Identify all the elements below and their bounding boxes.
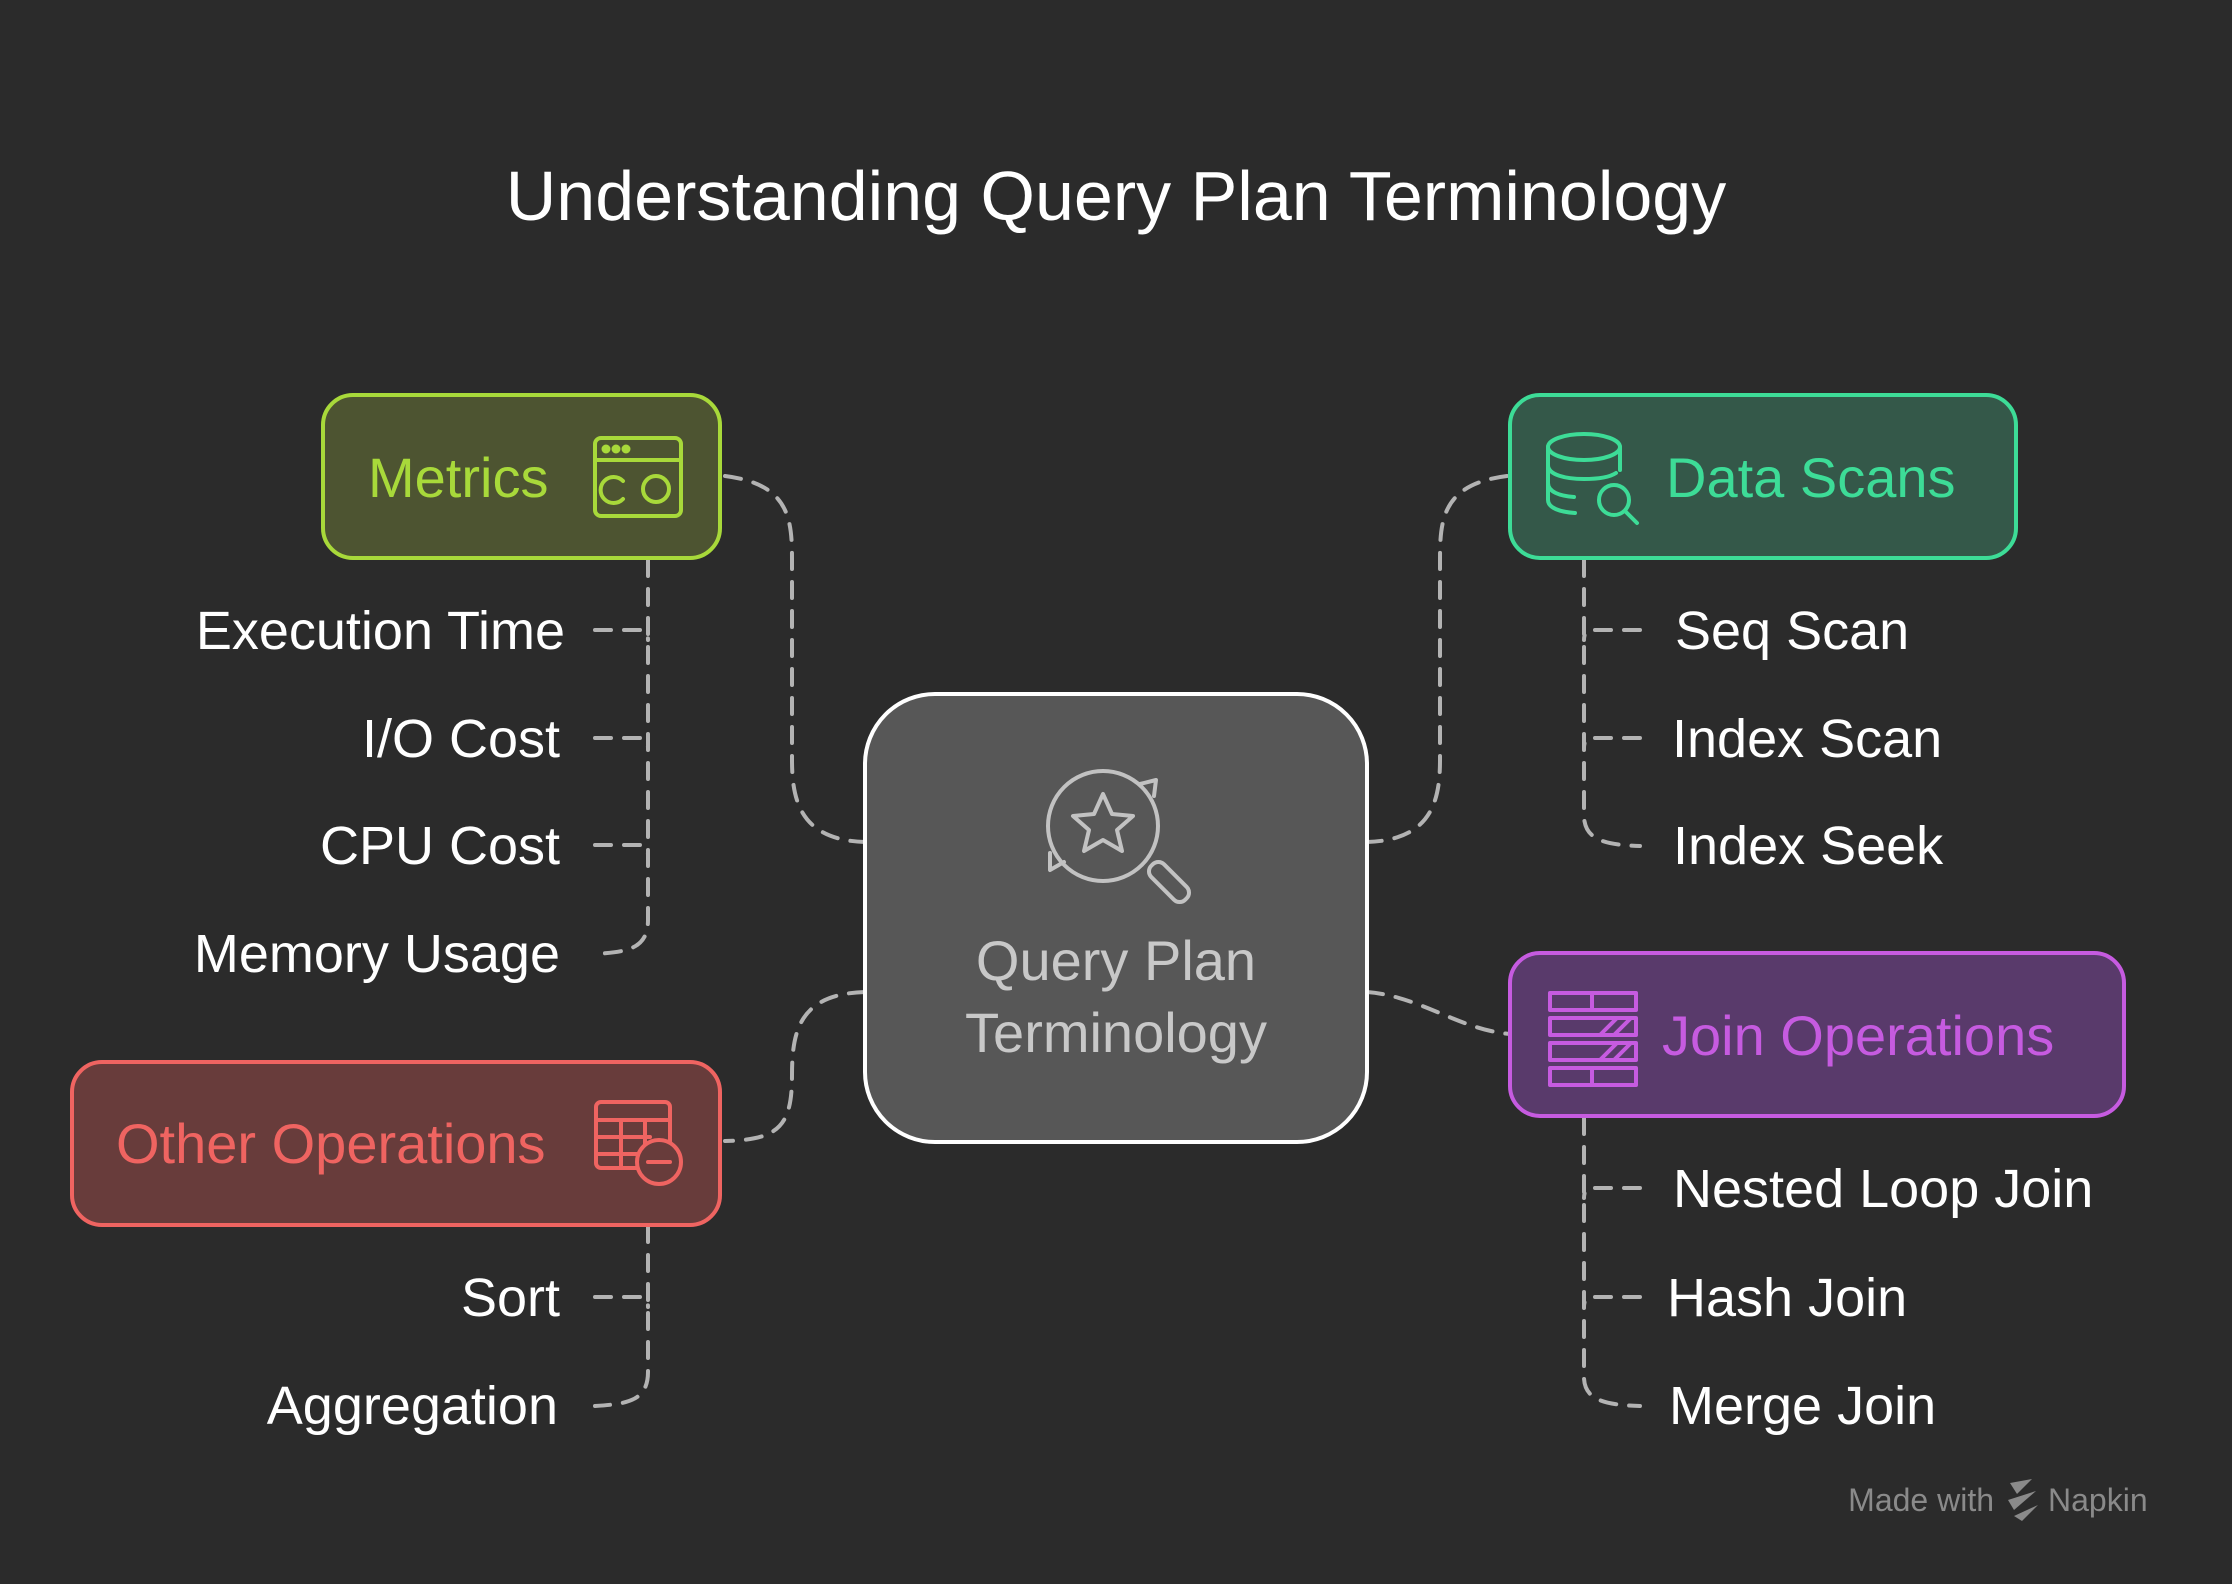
- spine-scans: [1582, 558, 1642, 848]
- leaf-sort: Sort: [461, 1268, 560, 1328]
- spine-joins: [1582, 1116, 1642, 1408]
- connector-other: [723, 990, 867, 1143]
- leaf-memory-usage: Memory Usage: [194, 924, 560, 984]
- leaf-items: Execution Time I/O Cost CPU Cost Memory …: [194, 601, 2093, 1436]
- metrics-node[interactable]: Metrics: [321, 393, 722, 560]
- leaf-index-scan: Index Scan: [1672, 709, 1942, 769]
- leaf-aggregation: Aggregation: [267, 1376, 558, 1436]
- other-operations-label: Other Operations: [116, 1112, 546, 1175]
- napkin-brand-text: Napkin: [2048, 1482, 2148, 1518]
- spine-other: [593, 1224, 650, 1408]
- leaf-hash-join: Hash Join: [1667, 1268, 1907, 1328]
- connector-metrics: [723, 474, 867, 844]
- metrics-label: Metrics: [368, 446, 548, 509]
- join-bars-icon: [1548, 991, 1638, 1087]
- data-scans-label: Data Scans: [1666, 446, 1956, 509]
- leaf-cpu-cost: CPU Cost: [320, 816, 560, 876]
- diagram-title: Understanding Query Plan Terminology: [506, 157, 1727, 235]
- napkin-watermark: Made with Napkin: [1848, 1479, 2148, 1521]
- tick-io-cost: [593, 736, 650, 750]
- leaf-merge-join: Merge Join: [1669, 1376, 1936, 1436]
- tick-index-scan: [1582, 736, 1642, 750]
- tick-seq-scan: [1582, 628, 1642, 642]
- center-title-line2: Terminology: [965, 1001, 1267, 1064]
- leaf-execution-time: Execution Time: [196, 601, 565, 661]
- tick-nested-loop: [1582, 1186, 1642, 1200]
- join-operations-node[interactable]: Join Operations: [1508, 951, 2126, 1118]
- napkin-logo-icon: [2008, 1479, 2038, 1521]
- connector-scans: [1365, 474, 1509, 844]
- connectors: [593, 474, 1642, 1408]
- other-operations-node[interactable]: Other Operations: [70, 1060, 722, 1227]
- data-scans-node[interactable]: Data Scans: [1508, 393, 2018, 560]
- center-node[interactable]: Query Plan Terminology: [863, 692, 1369, 1144]
- tick-sort: [593, 1295, 650, 1309]
- table-minus-icon: [594, 1100, 683, 1186]
- database-search-icon: [1546, 432, 1639, 525]
- dashboard-window-icon: [593, 436, 683, 518]
- search-star-icon: [1046, 769, 1192, 905]
- tick-cpu-cost: [593, 843, 650, 857]
- leaf-seq-scan: Seq Scan: [1675, 601, 1909, 661]
- leaf-io-cost: I/O Cost: [362, 709, 560, 769]
- tick-execution-time: [593, 628, 650, 642]
- spine-metrics: [593, 558, 650, 956]
- center-title-line1: Query Plan: [976, 929, 1256, 992]
- connector-joins: [1365, 990, 1512, 1036]
- made-with-text: Made with: [1848, 1482, 1994, 1518]
- leaf-index-seek: Index Seek: [1673, 816, 1944, 876]
- leaf-nested-loop-join: Nested Loop Join: [1673, 1159, 2093, 1219]
- tick-hash-join: [1582, 1295, 1642, 1309]
- join-operations-label: Join Operations: [1662, 1004, 2054, 1067]
